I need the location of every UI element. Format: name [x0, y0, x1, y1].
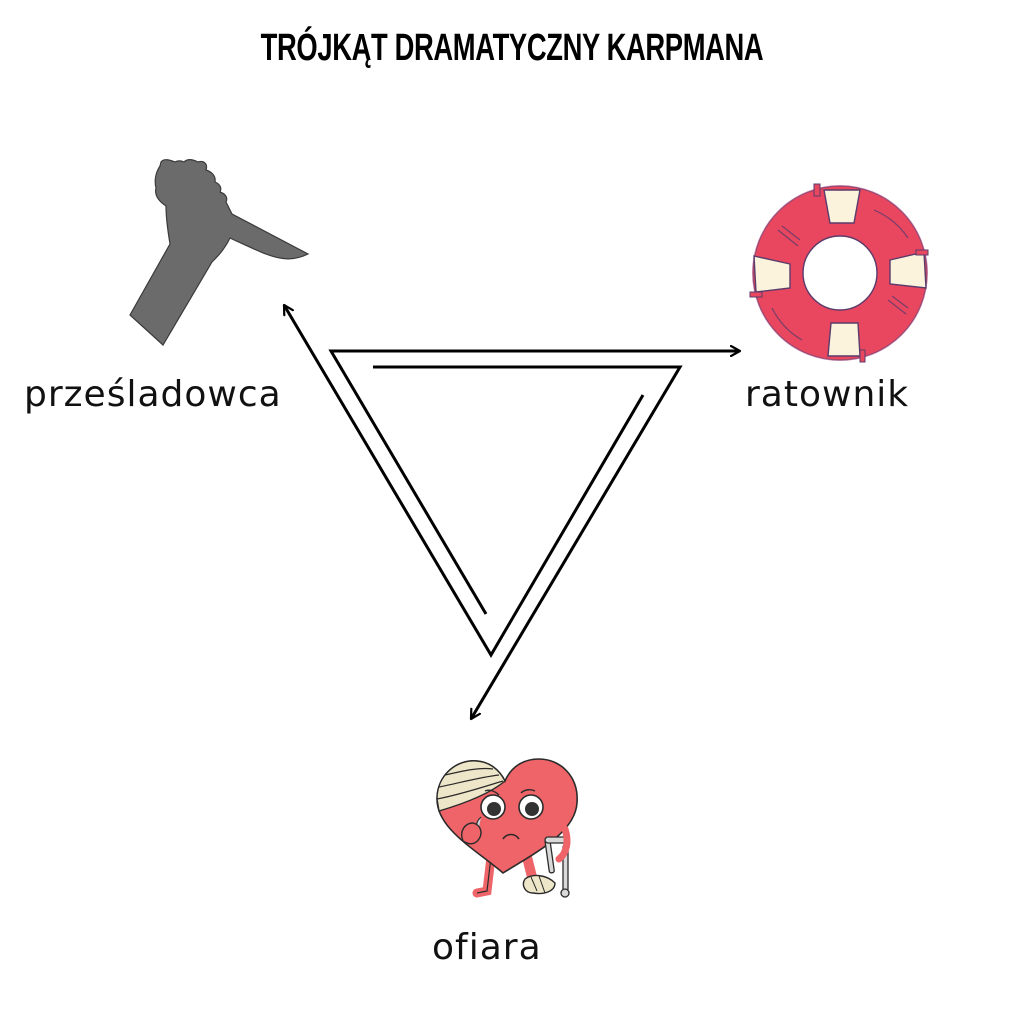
knife-hand-icon — [129, 159, 310, 346]
diagram-title: TRÓJKĄT DRAMATYCZNY KARPMANA — [260, 27, 764, 69]
victim-node — [415, 745, 595, 905]
lifebuoy-icon — [749, 183, 929, 363]
arrow-rescuer-to-victim — [373, 365, 683, 719]
injured-heart-icon — [436, 758, 578, 898]
rescuer-label: ratownik — [745, 374, 910, 415]
rescuer-node — [748, 180, 934, 366]
persecutor-node — [120, 150, 320, 350]
victim-label: ofiara — [432, 927, 542, 968]
persecutor-label: prześladowca — [24, 374, 282, 415]
arrow-victim-to-persecutor — [282, 305, 645, 658]
arrow-persecutor-to-rescuer — [328, 351, 740, 615]
